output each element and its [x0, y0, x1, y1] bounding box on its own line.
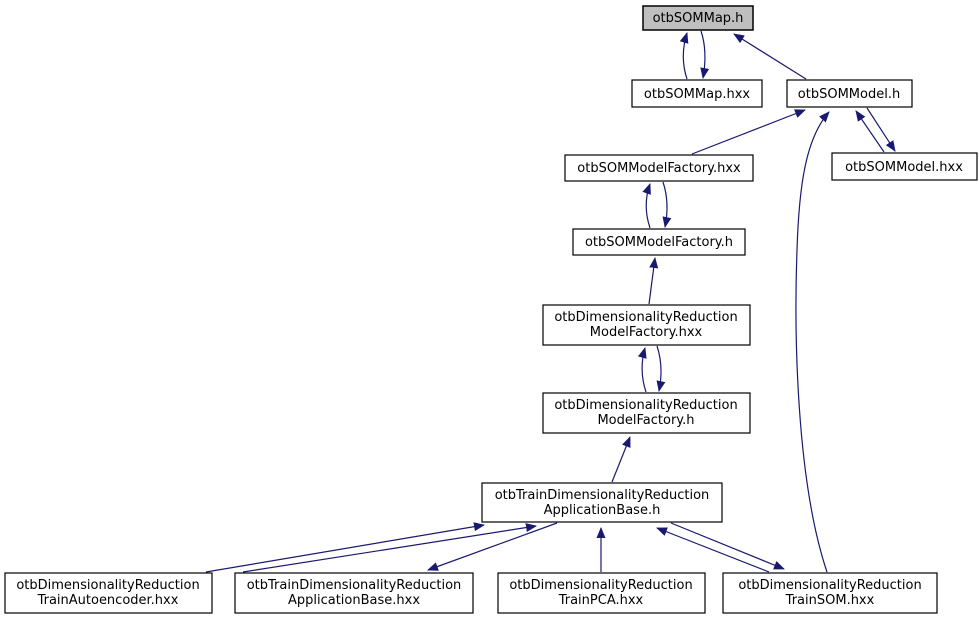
edge-sommodelfactory-h-to-sommodelfactory-hxx	[642, 183, 651, 229]
node-otbsommodelfactory-hxx[interactable]: otbSOMModelFactory.hxx	[564, 154, 754, 182]
node-box	[572, 228, 746, 256]
node-otbsommodelfactory-h[interactable]: otbSOMModelFactory.h	[572, 228, 746, 256]
node-otbdimensionalityreductiontrainautoencoder-hxx[interactable]: otbDimensionalityReduction TrainAutoenco…	[4, 572, 213, 614]
node-label-line2: ModelFactory.hxx	[590, 325, 703, 340]
node-otbsommap-hxx[interactable]: otbSOMMap.hxx	[631, 79, 763, 108]
node-label-line2: ApplicationBase.hxx	[288, 593, 420, 608]
node-box	[4, 572, 213, 614]
node-otbdimensionalityreductionmodelfactory-h[interactable]: otbDimensionalityReduction ModelFactory.…	[542, 392, 751, 434]
node-otbsommodel-h[interactable]: otbSOMModel.h	[786, 79, 913, 108]
node-otbdimensionalityreductiontrainsom-hxx[interactable]: otbDimensionalityReduction TrainSOM.hxx	[722, 572, 938, 614]
edge-appbase-h-to-drmodelfactory-h	[611, 436, 631, 483]
node-otbtraindimensionalityreductionapplicationbase-h[interactable]: otbTrainDimensionalityReduction Applicat…	[481, 482, 723, 523]
node-label: otbSOMModel.h	[798, 87, 900, 102]
node-label: otbSOMMap.h	[653, 11, 744, 26]
edge-sommodel-h-to-sommap-h	[733, 33, 807, 80]
edge-sommodelfactory-hxx-to-sommodelfactory-h	[662, 181, 672, 228]
node-label-line2: TrainSOM.hxx	[785, 593, 875, 608]
node-otbsommodel-hxx[interactable]: otbSOMModel.hxx	[831, 152, 978, 181]
edge-trainautoencoder-hxx-to-appbase-h	[205, 522, 485, 573]
node-box	[481, 482, 723, 523]
node-otbdimensionalityreductionmodelfactory-hxx[interactable]: otbDimensionalityReduction ModelFactory.…	[542, 304, 751, 346]
edge-sommap-hxx-to-sommap-h	[679, 32, 689, 80]
node-label-line2: TrainAutoencoder.hxx	[37, 593, 179, 608]
edge-drmodelfactory-hxx-to-drmodelfactory-h	[656, 345, 666, 392]
node-label-line2: TrainPCA.hxx	[558, 593, 644, 608]
node-label-line2: ApplicationBase.h	[544, 503, 661, 518]
node-box	[831, 152, 978, 181]
node-label-line1: otbDimensionalityReduction	[509, 578, 692, 593]
edge-appbase-h-to-trainsom-hxx	[670, 522, 785, 570]
node-box	[722, 572, 938, 614]
edge-sommap-h-to-sommap-hxx	[700, 30, 710, 79]
edge-trainsom-hxx-to-sommodel-h	[795, 111, 830, 573]
node-box	[631, 79, 763, 108]
node-label-line1: otbDimensionalityReduction	[738, 578, 921, 593]
node-label: otbSOMModelFactory.hxx	[577, 161, 741, 176]
node-otbsommap-h[interactable]: otbSOMMap.h	[642, 5, 754, 31]
node-label-line2: ModelFactory.h	[597, 413, 694, 428]
edge-drmodelfactory-hxx-to-sommodelfactory-h	[648, 257, 659, 305]
node-box	[564, 154, 754, 182]
node-box	[542, 392, 751, 434]
edge-appbase-h-to-appbase-hxx	[427, 522, 558, 571]
edge-drmodelfactory-h-to-drmodelfactory-hxx	[637, 347, 647, 393]
node-label-line1: otbDimensionalityReduction	[554, 310, 737, 325]
node-label: otbSOMModelFactory.h	[585, 235, 733, 250]
edge-sommodel-hxx-to-sommodel-h	[855, 110, 885, 153]
node-label-line1: otbTrainDimensionalityReduction	[247, 578, 462, 593]
node-box	[497, 572, 706, 614]
node-box	[642, 5, 754, 31]
node-label-line1: otbDimensionalityReduction	[16, 578, 199, 593]
node-label: otbSOMMap.hxx	[644, 87, 751, 102]
node-box	[786, 79, 913, 108]
edge-sommodelfactory-hxx-to-sommodel-h	[691, 109, 806, 155]
node-label-line1: otbTrainDimensionalityReduction	[495, 488, 710, 503]
node-otbtraindimensionalityreductionapplicationbase-hxx[interactable]: otbTrainDimensionalityReduction Applicat…	[234, 572, 474, 614]
node-box	[234, 572, 474, 614]
node-otbdimensionalityreductiontrainpca-hxx[interactable]: otbDimensionalityReduction TrainPCA.hxx	[497, 572, 706, 614]
node-box	[542, 304, 751, 346]
node-label-line1: otbDimensionalityReduction	[554, 398, 737, 413]
edge-appbase-hxx-to-appbase-h	[242, 523, 537, 573]
edge-trainsom-hxx-to-appbase-h	[656, 527, 770, 573]
node-label: otbSOMModel.hxx	[845, 160, 963, 175]
edge-sommodel-h-to-sommodel-hxx	[866, 107, 896, 152]
